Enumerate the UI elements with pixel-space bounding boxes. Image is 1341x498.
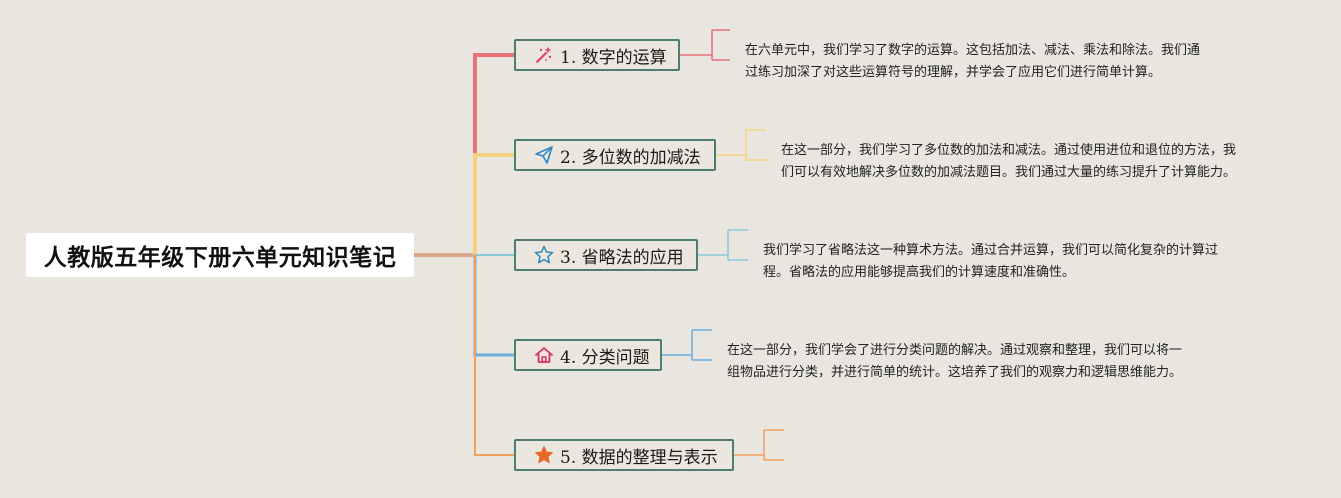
paper-plane-icon: [534, 145, 554, 165]
branch-topic-5[interactable]: 5. 数据的整理与表示: [514, 439, 734, 471]
note-connector-1: [680, 29, 730, 61]
branch-topic-1[interactable]: 1. 数字的运算: [514, 39, 680, 71]
magic-wand-icon: [534, 45, 554, 65]
note-4-line-2: 组物品进行分类，并进行简单的统计。这培养了我们的观察力和逻辑思维能力。: [727, 365, 1183, 380]
root-topic-label: 人教版五年级下册六单元知识笔记: [43, 245, 397, 271]
note-connector-5: [734, 429, 784, 461]
note-2-line-1: 在这一部分，我们学习了多位数的加法和减法。通过使用进位和退位的方法，我: [781, 143, 1237, 158]
trunk-segment-2: [473, 153, 514, 255]
branch-topic-2[interactable]: 2. 多位数的加减法: [514, 139, 716, 171]
note-3-line-2: 程。省略法的应用能够提高我们的计算速度和准确性。: [763, 265, 1076, 280]
branch-topic-label-4: 4. 分类问题: [560, 347, 650, 368]
branch-topic-label-2: 2. 多位数的加减法: [560, 147, 701, 168]
branch-topic-label-1: 1. 数字的运算: [560, 47, 667, 68]
branch-topic-label-5: 5. 数据的整理与表示: [560, 447, 718, 468]
branch-topic-label-3: 3. 省略法的应用: [560, 247, 684, 268]
note-1: 在六单元中，我们学习了数字的运算。这包括加法、减法、乘法和除法。我们通 过练习加…: [745, 40, 1200, 84]
note-connector-4: [662, 329, 712, 361]
note-4-line-1: 在这一部分，我们学会了进行分类问题的解决。通过观察和整理，我们可以将一: [727, 343, 1183, 358]
note-4: 在这一部分，我们学会了进行分类问题的解决。通过观察和整理，我们可以将一 组物品进…: [727, 340, 1182, 384]
note-3: 我们学习了省略法这一种算术方法。通过合并运算，我们可以简化复杂的计算过 程。省略…: [763, 240, 1218, 284]
star-filled-icon: [534, 445, 554, 465]
trunk-segment-5: [474, 255, 514, 456]
home-icon: [534, 345, 554, 365]
note-1-line-2: 过练习加深了对这些运算符号的理解，并学会了应用它们进行简单计算。: [745, 65, 1162, 80]
note-connector-3: [698, 229, 748, 261]
trunk-segment-4: [473, 255, 514, 357]
star-outline-icon: [534, 245, 554, 265]
branch-topic-4[interactable]: 4. 分类问题: [514, 339, 662, 371]
note-connector-2: [716, 129, 766, 161]
note-3-line-1: 我们学习了省略法这一种算术方法。通过合并运算，我们可以简化复杂的计算过: [763, 243, 1219, 258]
root-topic[interactable]: 人教版五年级下册六单元知识笔记: [26, 233, 414, 277]
note-2: 在这一部分，我们学习了多位数的加法和减法。通过使用进位和退位的方法，我 们可以有…: [781, 140, 1236, 184]
note-1-line-1: 在六单元中，我们学习了数字的运算。这包括加法、减法、乘法和除法。我们通: [745, 43, 1201, 58]
branch-topic-3[interactable]: 3. 省略法的应用: [514, 239, 698, 271]
note-2-line-2: 们可以有效地解决多位数的加减法题目。我们通过大量的练习提升了计算能力。: [781, 165, 1237, 180]
